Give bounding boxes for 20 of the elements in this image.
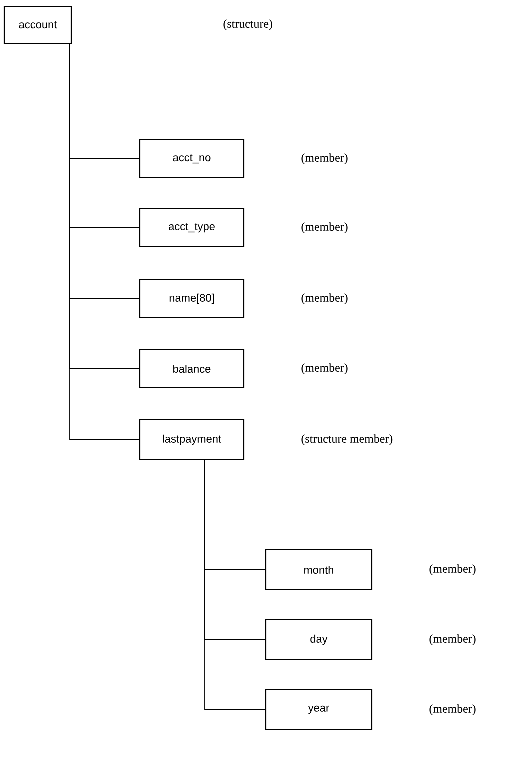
annotation-text: (member) xyxy=(430,564,476,576)
annotation-text: (member) xyxy=(302,294,348,304)
member-box: acct_no xyxy=(139,139,245,179)
member-box: account xyxy=(4,6,72,44)
member-box: lastpayment xyxy=(139,419,245,461)
member-box: day xyxy=(265,619,373,661)
annotation-text: (structure) xyxy=(224,20,272,30)
annotation-text: (member) xyxy=(302,364,348,374)
member-box: year xyxy=(265,689,373,731)
annotation-text: (member) xyxy=(430,704,476,716)
connector-line xyxy=(70,44,140,440)
annotation-text: (member) xyxy=(430,634,476,646)
member-box: acct_type xyxy=(139,208,245,248)
connector-line xyxy=(204,460,266,710)
annotation-text: (structure member) xyxy=(302,434,393,446)
annotation-text: (member) xyxy=(302,222,348,234)
annotation-text: (member) xyxy=(302,154,348,164)
member-box: month xyxy=(265,549,373,591)
member-box: balance xyxy=(139,349,245,389)
member-box: name[80] xyxy=(139,279,245,319)
